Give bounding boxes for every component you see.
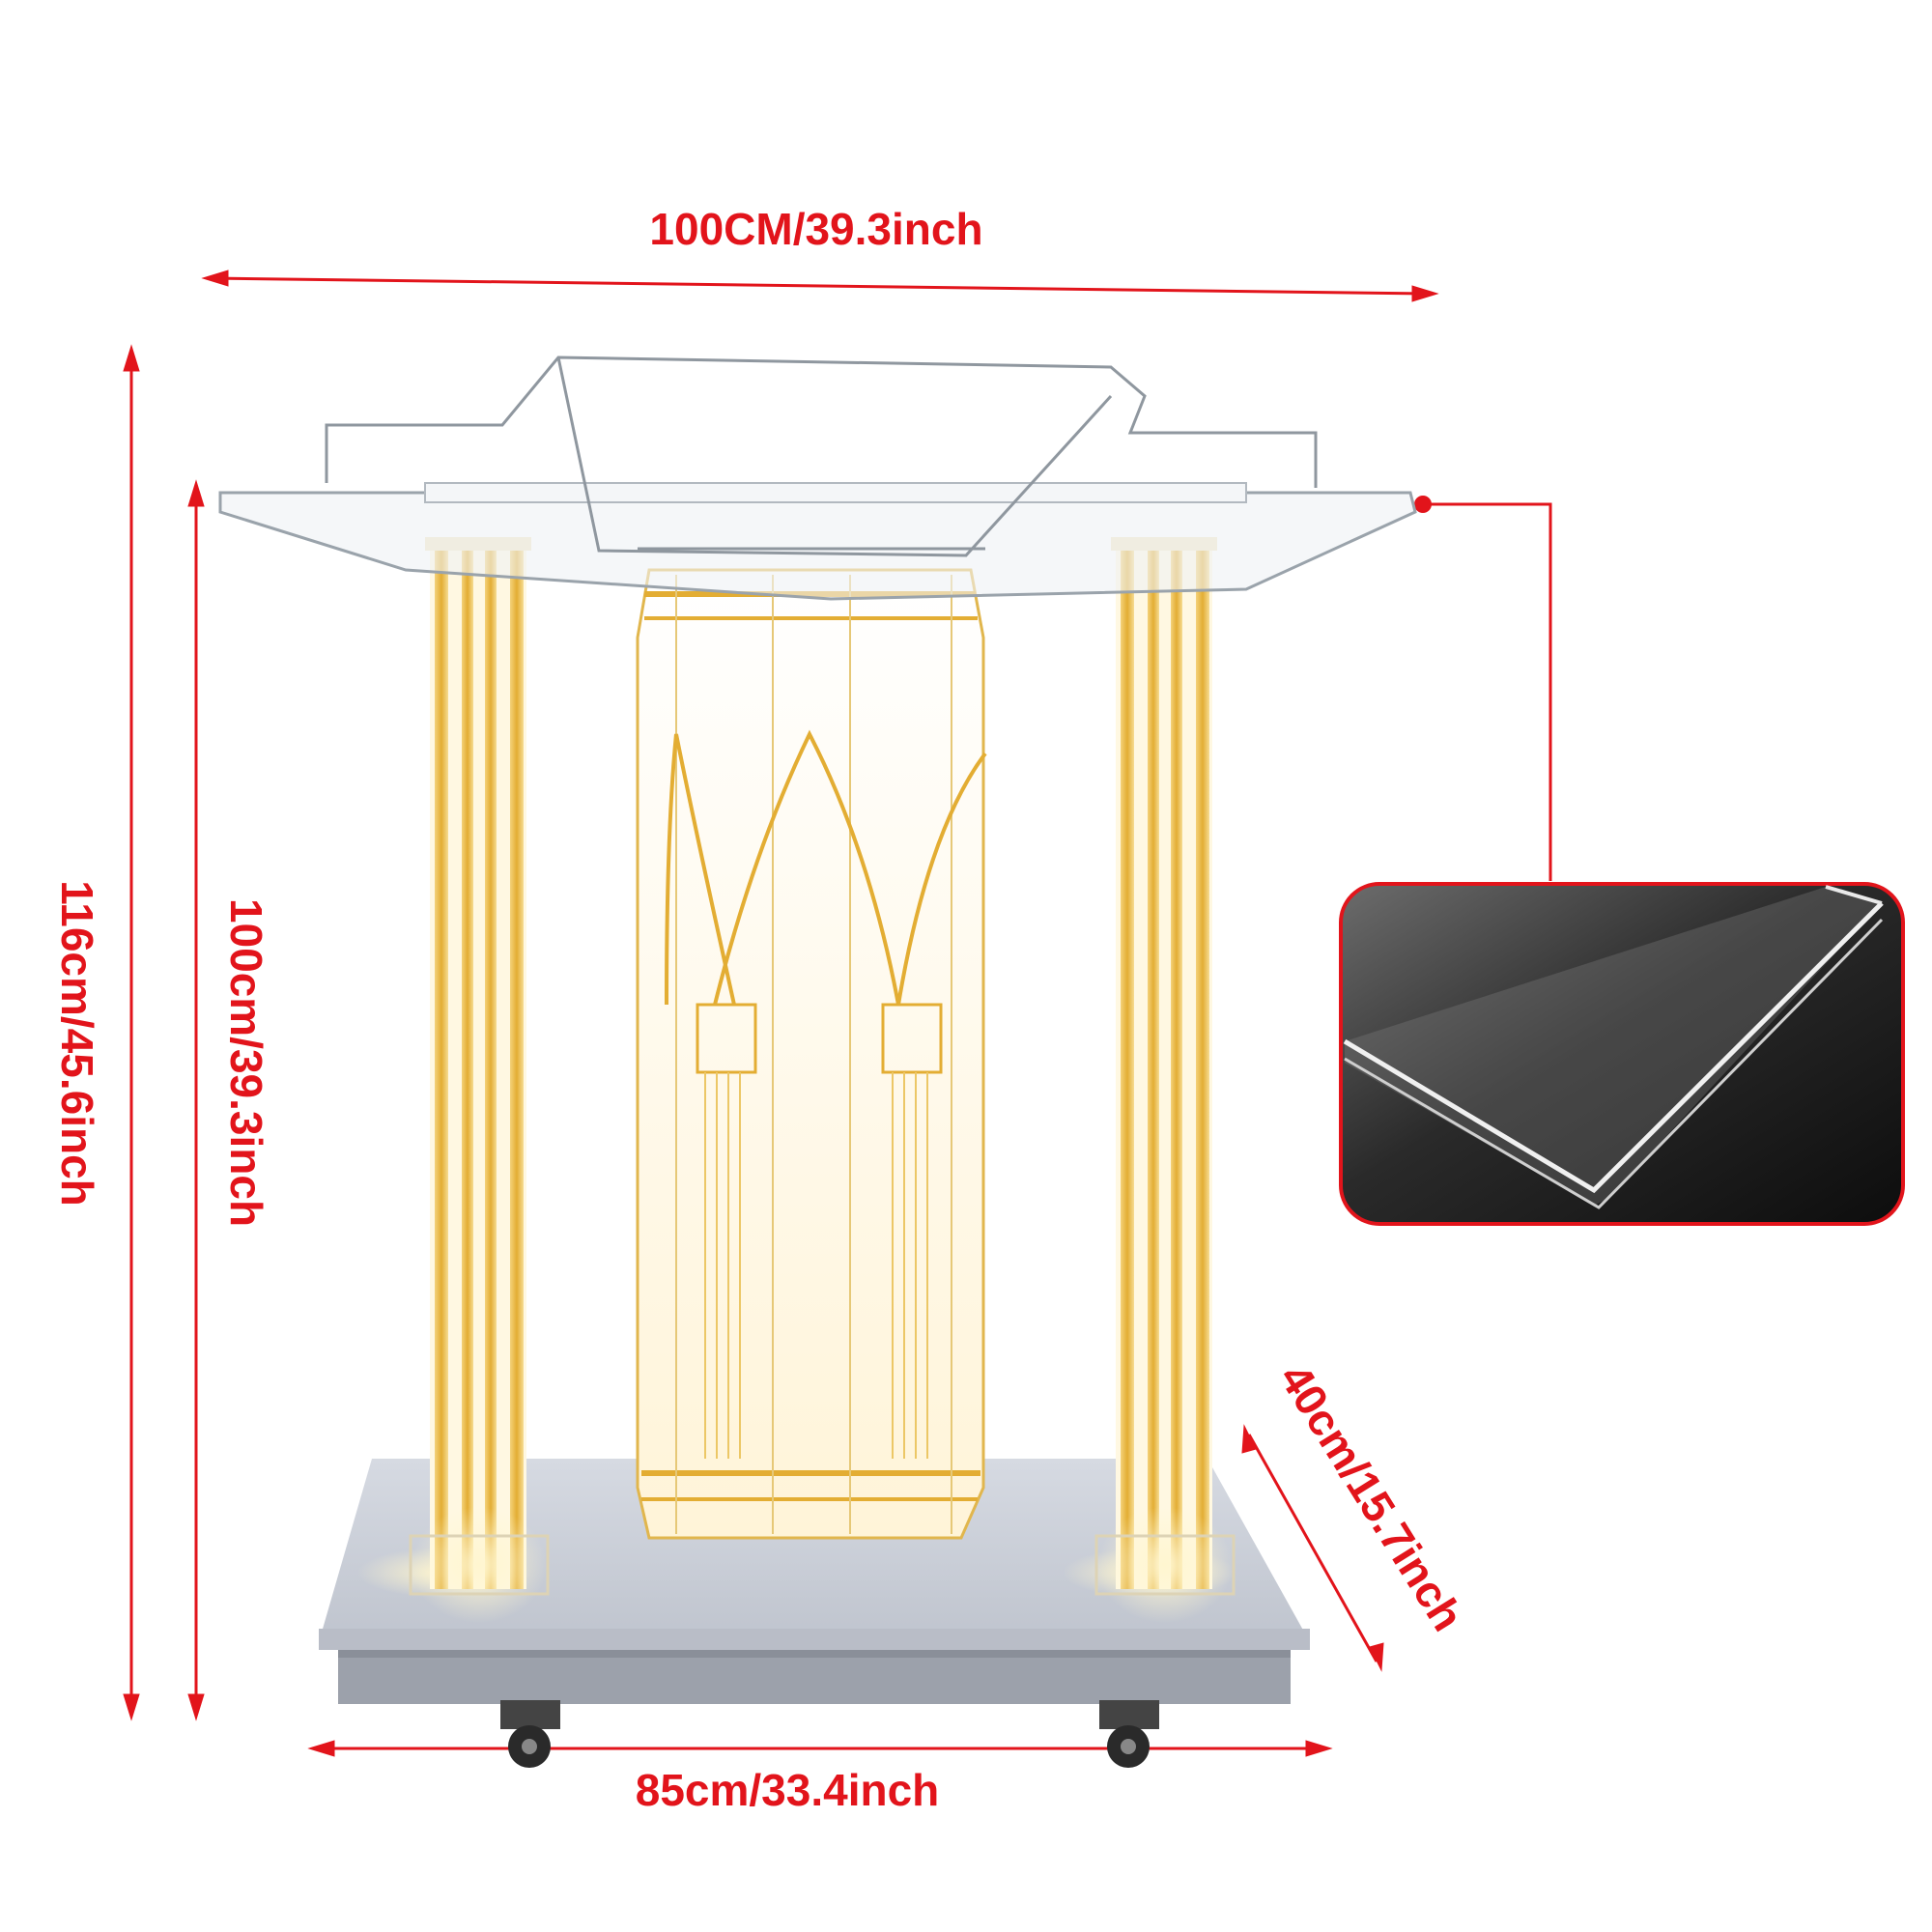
caster-wheel-left [500,1700,560,1768]
outer-height-arrow [123,344,140,1721]
caster-wheel-right [1099,1700,1159,1768]
right-column [1094,537,1236,1623]
callout-line [1414,496,1552,881]
left-column [409,537,550,1623]
top-width-label: 100CM/39.3inch [649,204,983,254]
center-panel [636,568,987,1540]
dimension-lines [123,270,1552,1757]
base-width-arrow [307,1740,1333,1757]
acrylic-top [218,482,1417,601]
base-width-label: 85cm/33.4inch [635,1765,940,1815]
inner-height-arrow [187,479,205,1721]
book-rest [325,355,1318,557]
depth-arrow [1241,1424,1384,1672]
top-width-arrow [201,270,1439,302]
outer-height-label: 116cm/45.6inch [52,880,102,1207]
inner-height-label: 100cm/39.3inch [221,897,271,1228]
acrylic-edge-inset [1339,882,1905,1226]
